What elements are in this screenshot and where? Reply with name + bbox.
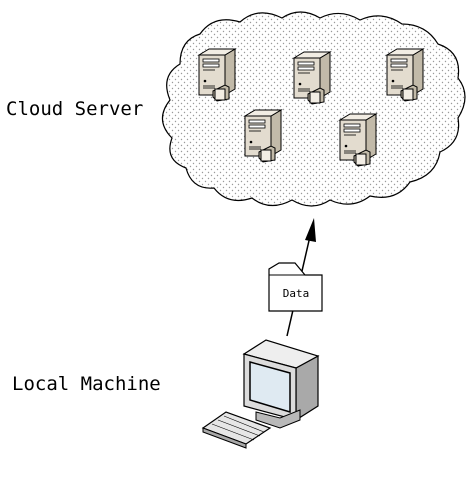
upload-arrow-head <box>305 218 316 242</box>
data-folder: Data <box>268 262 323 312</box>
monitor-screen <box>249 361 291 414</box>
data-label: Data <box>283 287 310 300</box>
cloud-server-label: Cloud Server <box>6 98 143 120</box>
cloud-shape <box>161 11 466 207</box>
computer-icon <box>201 339 320 449</box>
local-machine-label: Local Machine <box>12 373 161 395</box>
